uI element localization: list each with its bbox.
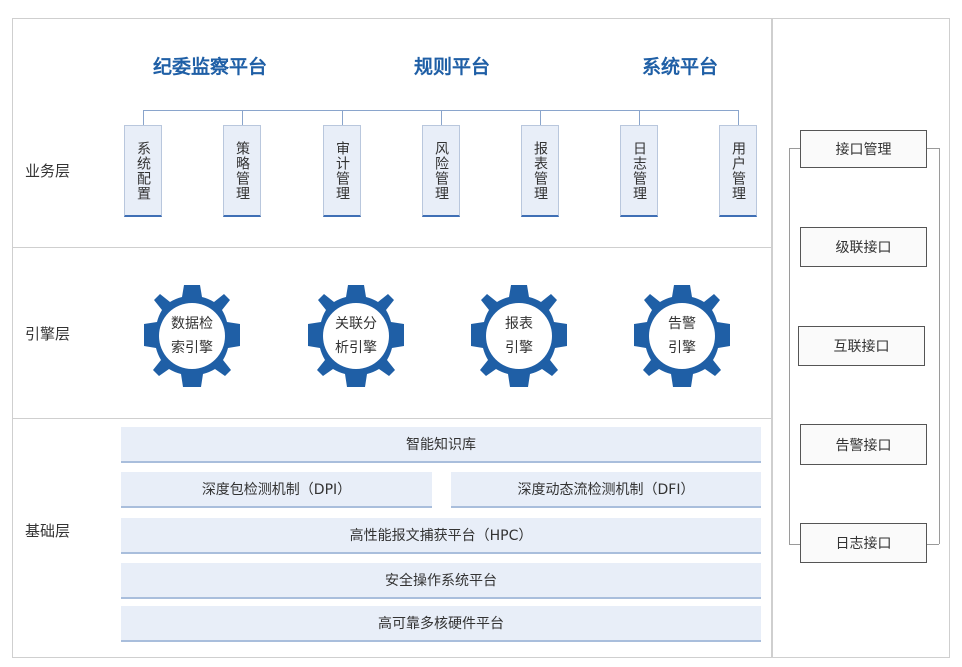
gear-icon (634, 285, 730, 387)
gear-icon (144, 285, 240, 387)
engine-label-line1: 数据检 (171, 316, 213, 332)
interface-bracket-right-bottom (927, 544, 939, 545)
gear-engine-report (461, 278, 577, 394)
engine-label-line2: 引擎 (668, 340, 696, 356)
module-report-management: 报表管理 (521, 125, 559, 217)
gear-engine-search (134, 278, 250, 394)
module-connector-6 (639, 110, 640, 125)
module-policy-management: 策略管理 (223, 125, 261, 217)
business-divider (12, 247, 772, 248)
module-connector-7 (738, 110, 739, 125)
module-connector-5 (540, 110, 541, 125)
interface-cascade: 级联接口 (800, 227, 927, 267)
module-log-management: 日志管理 (620, 125, 658, 217)
interface-bracket-right-vertical (939, 148, 940, 544)
layer-label-business: 业务层 (25, 162, 71, 180)
layer-label-foundation: 基础层 (25, 522, 71, 540)
interface-bracket-left-bottom (789, 544, 800, 545)
interface-alert: 告警接口 (800, 424, 927, 465)
module-connector-2 (242, 110, 243, 125)
foundation-knowledge-base: 智能知识库 (121, 427, 761, 463)
engine-label-line1: 告警 (668, 316, 696, 332)
platform-title-discipline: 纪委监察平台 (152, 56, 267, 78)
engine-label-line1: 报表 (505, 316, 533, 332)
engine-label-correlation: 关联分 析引擎 (298, 278, 414, 394)
interface-interconnect: 互联接口 (798, 326, 925, 366)
interface-bracket-left-top (789, 148, 800, 149)
gear-engine-alert (624, 278, 740, 394)
interface-bracket-right-top (927, 148, 939, 149)
engine-divider (12, 418, 772, 419)
gear-engine-correlation (298, 278, 414, 394)
module-connector-1 (143, 110, 144, 125)
engine-label-line2: 引擎 (505, 340, 533, 356)
platform-title-rule: 规则平台 (413, 56, 490, 78)
module-system-config: 系统配置 (124, 125, 162, 217)
foundation-hpc: 高性能报文捕获平台（HPC） (121, 518, 761, 554)
foundation-hardware: 高可靠多核硬件平台 (121, 606, 761, 642)
engine-label-line2: 析引擎 (335, 340, 377, 356)
engine-label-alert: 告警 引擎 (624, 278, 740, 394)
gear-icon (308, 285, 404, 387)
platform-title-system: 系统平台 (641, 56, 718, 78)
module-risk-management: 风险管理 (422, 125, 460, 217)
module-audit-management: 审计管理 (323, 125, 361, 217)
engine-label-line1: 关联分 (335, 316, 377, 332)
module-user-management: 用户管理 (719, 125, 757, 217)
engine-label-line2: 索引擎 (171, 340, 213, 356)
gear-icon (471, 285, 567, 387)
interface-log: 日志接口 (800, 523, 927, 563)
engine-label-report: 报表 引擎 (461, 278, 577, 394)
foundation-dpi: 深度包检测机制（DPI） (121, 472, 432, 508)
foundation-dfi: 深度动态流检测机制（DFI） (451, 472, 761, 508)
interface-bracket-left-vertical (789, 148, 790, 544)
module-connector-3 (342, 110, 343, 125)
interface-management: 接口管理 (800, 130, 927, 168)
module-connector-4 (441, 110, 442, 125)
layer-label-engine: 引擎层 (25, 325, 71, 343)
engine-label-search: 数据检 索引擎 (134, 278, 250, 394)
foundation-secure-os: 安全操作系统平台 (121, 563, 761, 599)
